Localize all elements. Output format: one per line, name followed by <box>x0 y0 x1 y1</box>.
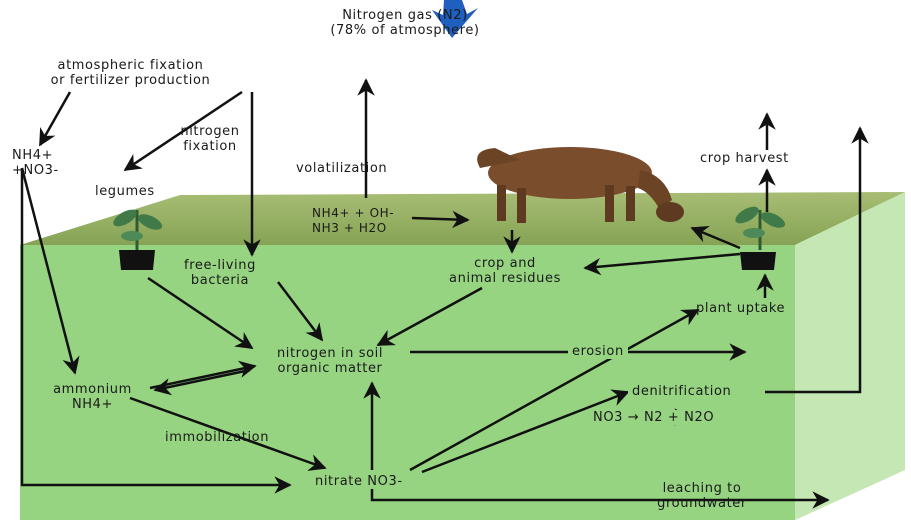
arrow-fixation-to-nh4 <box>40 92 70 145</box>
nitrogen-fixation-label: nitrogen fixation <box>165 124 255 154</box>
atmospheric-fixation-label: atmospheric fixation or fertilizer produ… <box>8 58 253 88</box>
soil-organic-matter-label: nitrogen in soil organic matter <box>250 346 410 376</box>
leaching-label: leaching to groundwater <box>622 481 782 511</box>
immobilization-label: immobilization <box>165 430 269 445</box>
nh4-no3-label: NH4+ +NO3- <box>12 148 59 178</box>
volatilization-label: volatilization <box>296 161 387 176</box>
nh4-oh-label: NH4+ + OH- NH3 + H2O <box>312 206 394 236</box>
denitrification-label: denitrification <box>628 384 735 399</box>
no3-to-n2-label: NO3 → N2 + N2O <box>590 410 717 425</box>
soil-side-face <box>795 192 905 520</box>
legumes-label: legumes <box>95 184 155 199</box>
plant-uptake-label: plant uptake <box>696 301 785 316</box>
ammonium-label: ammonium NH4+ <box>30 382 155 412</box>
crop-harvest-label: crop harvest <box>700 151 789 166</box>
free-living-bacteria-label: free-living bacteria <box>165 258 275 288</box>
crop-animal-residues-label: crop and animal residues <box>420 256 590 286</box>
erosion-label: erosion <box>568 344 628 359</box>
nitrate-label: nitrate NO3- <box>312 474 406 489</box>
nitrogen-gas-label: Nitrogen gas (N2) (78% of atmosphere) <box>285 8 525 38</box>
